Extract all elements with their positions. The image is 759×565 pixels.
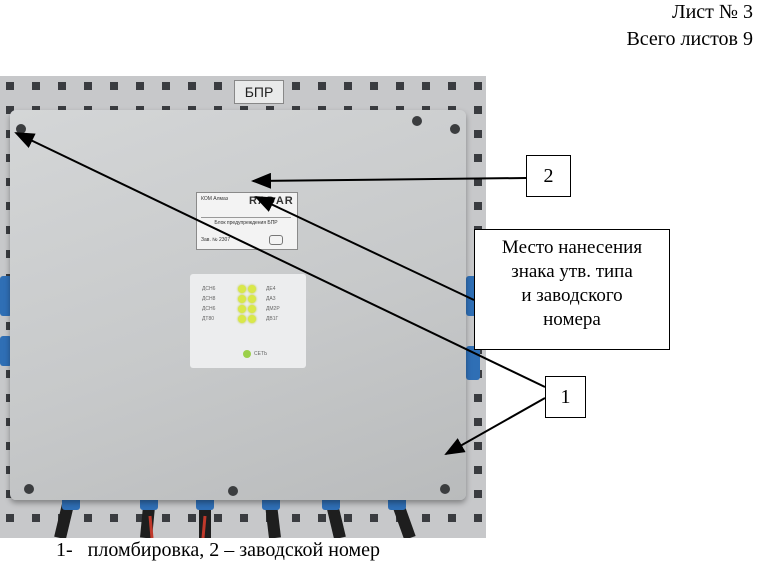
callout-number-1: 1 (545, 376, 586, 418)
led-icon (248, 305, 256, 313)
seal-icon (269, 235, 283, 245)
callout-approval-mark-place: Место нанесения знака утв. типа и заводс… (474, 229, 670, 350)
power-label: СЕТЬ (254, 351, 268, 357)
led-icon (248, 295, 256, 303)
led-row: ДСН6 ДЕ4 (190, 284, 306, 294)
led-row: ДСН6 ДМ2Р (190, 304, 306, 314)
screw-top-left (16, 124, 26, 134)
callout-line: номера (543, 309, 601, 330)
screw-bottom-left (24, 484, 34, 494)
nameplate-kom: КОМ Алмаз (201, 196, 229, 202)
nameplate: КОМ Алмаз RADAR Блок предупреждения БПР … (196, 192, 298, 250)
led-label-left: ДСН6 (202, 306, 216, 312)
nameplate-logo: RADAR (249, 195, 294, 207)
led-icon (238, 305, 246, 313)
led-label-right: ДВ1Г (266, 316, 279, 322)
led-label-right: ДЕ4 (266, 286, 276, 292)
screw-top-right (450, 124, 460, 134)
nameplate-block-name: Блок предупреждения БПР (201, 217, 291, 226)
callout-line: Место нанесения (501, 237, 643, 258)
led-row: ДТ80 ДВ1Г (190, 314, 306, 324)
screw-bottom-right (440, 484, 450, 494)
enclosure-tag: БПР (234, 80, 284, 104)
led-label-right: ДМ2Р (266, 306, 280, 312)
sheet-total: Всего листов 9 (626, 28, 753, 50)
led-icon (248, 285, 256, 293)
screw-top-mid (412, 116, 422, 126)
callout-number-2: 2 (526, 155, 571, 197)
nameplate-serial: Зав. № 2307 (201, 237, 231, 243)
sheet-number: Лист № 3 (672, 1, 753, 23)
device-photo: БПР КОМ Алмаз RADAR Блок предупреждения … (0, 76, 486, 538)
led-icon (238, 295, 246, 303)
led-icon (248, 315, 256, 323)
indicator-panel: ДСН6 ДЕ4 ДСН8 ДА3 ДСН6 ДМ2Р ДТ80 (190, 274, 306, 368)
led-label-left: ДСН8 (202, 296, 216, 302)
screw-bottom-mid (228, 486, 238, 496)
power-led-icon (243, 350, 251, 358)
led-label-left: ДТ80 (202, 316, 215, 322)
led-icon (238, 315, 246, 323)
led-label-left: ДСН6 (202, 286, 216, 292)
enclosure-box: КОМ Алмаз RADAR Блок предупреждения БПР … (10, 110, 466, 500)
led-row: ДСН8 ДА3 (190, 294, 306, 304)
led-icon (238, 285, 246, 293)
figure-caption: 1- пломбировка, 2 – заводской номер (56, 539, 381, 561)
led-label-right: ДА3 (266, 296, 276, 302)
callout-line: знака утв. типа (511, 261, 633, 282)
callout-line: и заводского (521, 285, 623, 306)
